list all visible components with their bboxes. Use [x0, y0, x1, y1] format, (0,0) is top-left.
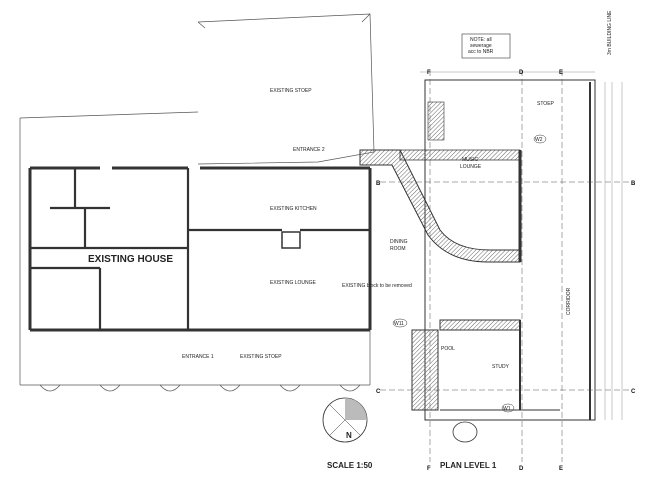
existing-stoep-bottom-label: EXISTING STOEP [240, 354, 282, 360]
building-line-label: 3m BUILDING LINE [607, 10, 613, 55]
corridor-label: CORRIDOR [566, 287, 572, 315]
note-line-1: NOTE: all [470, 37, 492, 43]
stoep-label: STOEP [537, 101, 555, 107]
grid-label-f-bottom: F [427, 466, 431, 472]
music-label-line2: LOUNGE [460, 164, 482, 170]
note-line-2: sewerage [470, 43, 492, 49]
north-label: N [346, 431, 352, 440]
dining-label-line2: ROOM [390, 246, 406, 252]
grid-label-c-right: C [631, 389, 636, 395]
dimension-lines [420, 71, 623, 420]
grid-label-e-bottom: E [559, 466, 563, 472]
study-pool-area [411, 319, 560, 411]
grid-label-b-left: B [376, 181, 381, 187]
window-tag-w1: W1 [503, 406, 511, 412]
music-lounge-curved-wall [359, 149, 522, 263]
dining-label-line1: DINING [390, 239, 408, 245]
front-stoep-outline [20, 330, 371, 392]
grid-label-f-top: F [427, 70, 431, 76]
window-tag-w2: W2 [535, 137, 543, 143]
grid-label-e-top: E [559, 70, 563, 76]
north-arrow: N [322, 397, 368, 443]
grid-label-d-bottom: D [519, 466, 524, 472]
entrance-1-label: ENTRANCE 1 [182, 354, 214, 360]
entrance-2-label: ENTRANCE 2 [293, 147, 325, 153]
music-label-line1: MUSIC [462, 157, 479, 163]
existing-stoep-top-label: EXISTING STOEP [270, 88, 312, 94]
study-label: STUDY [492, 364, 510, 370]
existing-kitchen-label: EXISTING KITCHEN [270, 206, 317, 212]
grid-label-c-left: C [376, 389, 381, 395]
grid-bubbles: F D E F D E B B C C [376, 70, 636, 472]
plan-title: PLAN LEVEL 1 [440, 461, 497, 470]
existing-lounge-label: EXISTING LOUNGE [270, 280, 317, 286]
existing-house-internal-walls [30, 168, 370, 330]
stoep-hatched-strip [427, 101, 445, 141]
wall-removed-label: EXISTING block to be removed [342, 283, 412, 289]
tree-symbol [452, 421, 478, 443]
grid-lines [380, 70, 632, 462]
existing-house-label: EXISTING HOUSE [88, 254, 173, 265]
grid-label-b-right: B [631, 181, 636, 187]
note-box: NOTE: all sewerage acc to NBR [461, 33, 511, 59]
pool-label: POOL [441, 346, 455, 352]
grid-label-d-top: D [519, 70, 524, 76]
window-tag-w11: W11 [394, 321, 404, 327]
note-line-3: acc to NBR [468, 49, 494, 55]
new-wing-outline [424, 79, 596, 421]
scale-label: SCALE 1:50 [327, 461, 373, 470]
window-tags: W2 W1 W11 [392, 134, 547, 413]
